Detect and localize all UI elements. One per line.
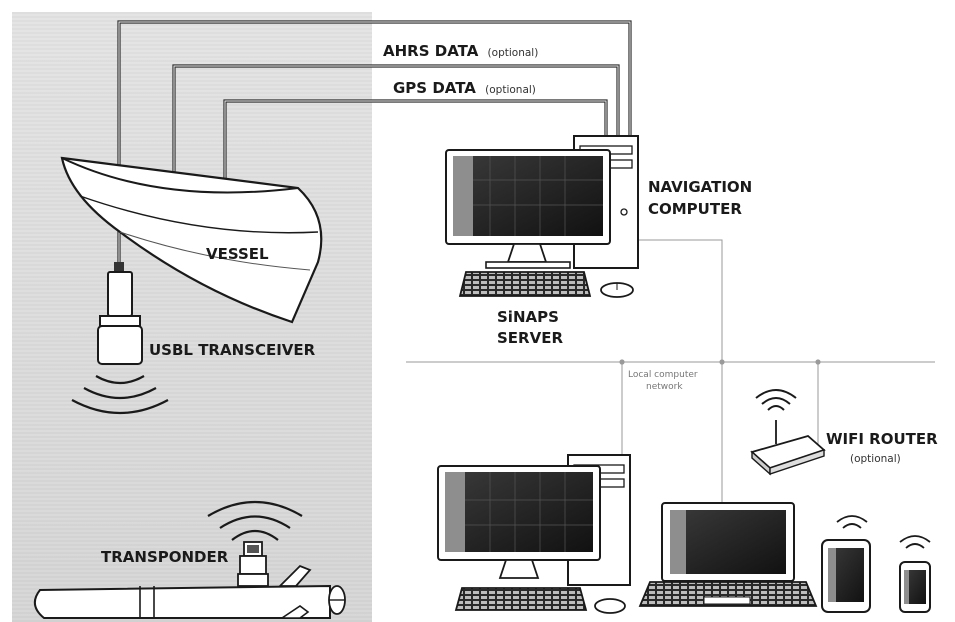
wifi-router-optional-label: (optional): [850, 453, 901, 465]
network-label-line2: network: [646, 382, 683, 392]
usbl-transceiver-label: USBL TRANSCEIVER: [149, 341, 316, 359]
ahrs-data-label: AHRS DATA (optional): [383, 42, 538, 60]
vessel-label: VESSEL: [206, 245, 269, 263]
underwater-vehicle-icon: [33, 564, 346, 619]
sea-texture: [12, 12, 372, 622]
local-network-lines: [406, 239, 935, 503]
network-junction-dots: [619, 359, 821, 365]
transponder-label: TRANSPONDER: [101, 548, 229, 566]
navigation-computer-icon: [445, 135, 639, 298]
vessel-hull-icon: [60, 156, 323, 324]
sinaps-server-label-line2: SERVER: [497, 329, 563, 347]
data-cables-highlight: [118, 21, 631, 268]
wifi-router-icon: [750, 389, 826, 476]
sinaps-server-label: SiNAPS: [497, 308, 559, 326]
client-desktop-icon: [437, 454, 631, 614]
transponder-icon: [237, 541, 269, 587]
phone-icon: [899, 535, 931, 613]
wifi-router-label: WIFI ROUTER: [826, 430, 938, 448]
transponder-sound-waves-icon: [207, 501, 303, 541]
tablet-icon: [821, 515, 871, 613]
navigation-computer-label: NAVIGATION: [648, 178, 752, 196]
usbl-transceiver-icon: [97, 262, 143, 365]
network-label: Local computer: [628, 370, 698, 380]
navigation-computer-label-line2: COMPUTER: [648, 200, 742, 218]
gps-data-label: GPS DATA (optional): [393, 79, 536, 97]
laptop-icon: [638, 502, 818, 607]
transceiver-sound-waves-icon: [71, 375, 169, 414]
